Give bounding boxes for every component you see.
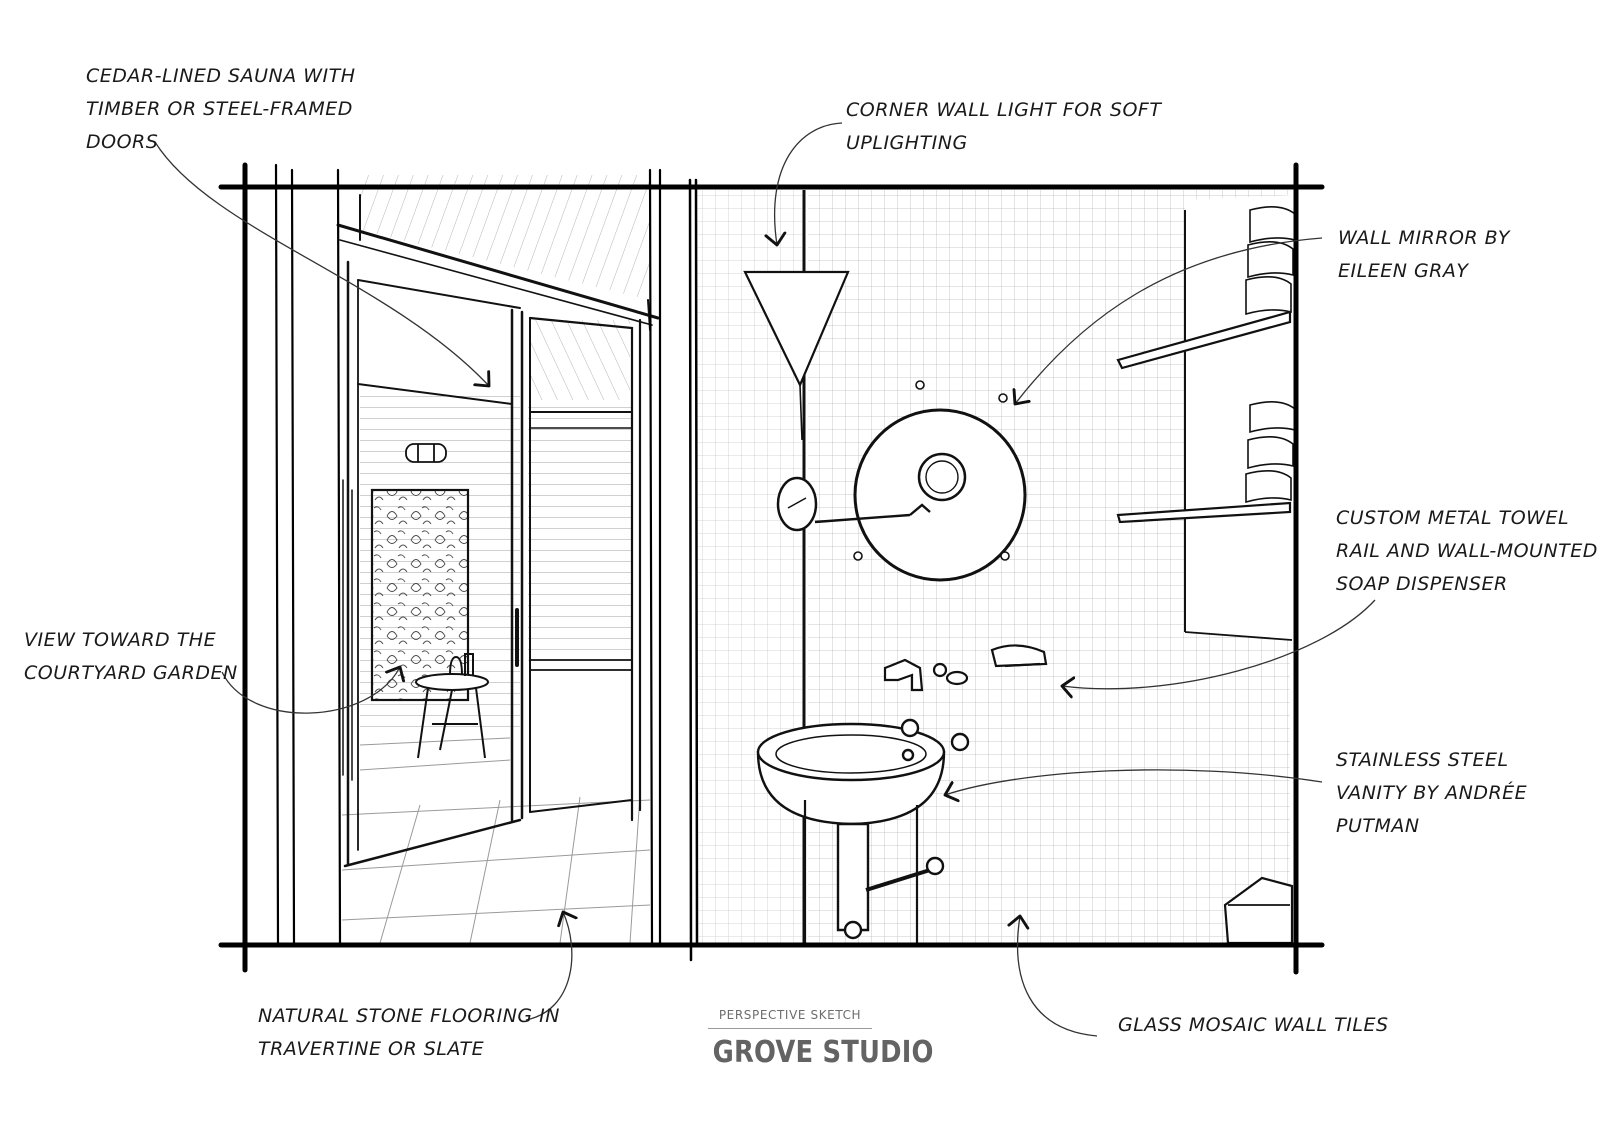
sauna-room [340,175,658,944]
studio-credit: PERSPECTIVE SKETCH GROVE STUDIO [700,1008,934,1070]
label-mosaic-tiles: GLASS MOSAIC WALL TILES [1118,1014,1389,1036]
label-sauna: CEDAR-LINED SAUNA WITH TIMBER OR STEEL-F… [86,65,356,153]
bathroom-room [696,190,1296,945]
label-wall-mirror: WALL MIRROR BY EILEEN GRAY [1338,227,1510,282]
vanity [756,718,970,943]
label-vanity: STAINLESS STEEL VANITY BY ANDRÉE PUTMAN [1336,749,1528,837]
label-towel-rail: CUSTOM METAL TOWEL RAIL AND WALL-MOUNTED… [1336,507,1598,595]
leader-view [221,667,400,714]
leader-mirror [1015,237,1323,404]
sauna-door-frames [336,194,660,868]
credit-subtitle: PERSPECTIVE SKETCH [708,1008,872,1029]
label-stone-flooring: NATURAL STONE FLOORING IN TRAVERTINE OR … [258,1005,560,1060]
leader-sauna [154,141,489,386]
label-courtyard-view: VIEW TOWARD THE COURTYARD GARDEN [24,629,238,684]
leader-towel [1062,599,1376,689]
leader-vanity [945,769,1323,795]
leader-light [775,122,843,245]
label-corner-light: CORNER WALL LIGHT FOR SOFT UPLIGHTING [846,99,1162,154]
drawing-frame [218,162,1325,975]
leader-tiles [1018,916,1098,1037]
studio-name: GROVE STUDIO [712,1035,934,1070]
leader-flooring [525,912,572,1021]
annotation-leaders [154,122,1376,1037]
